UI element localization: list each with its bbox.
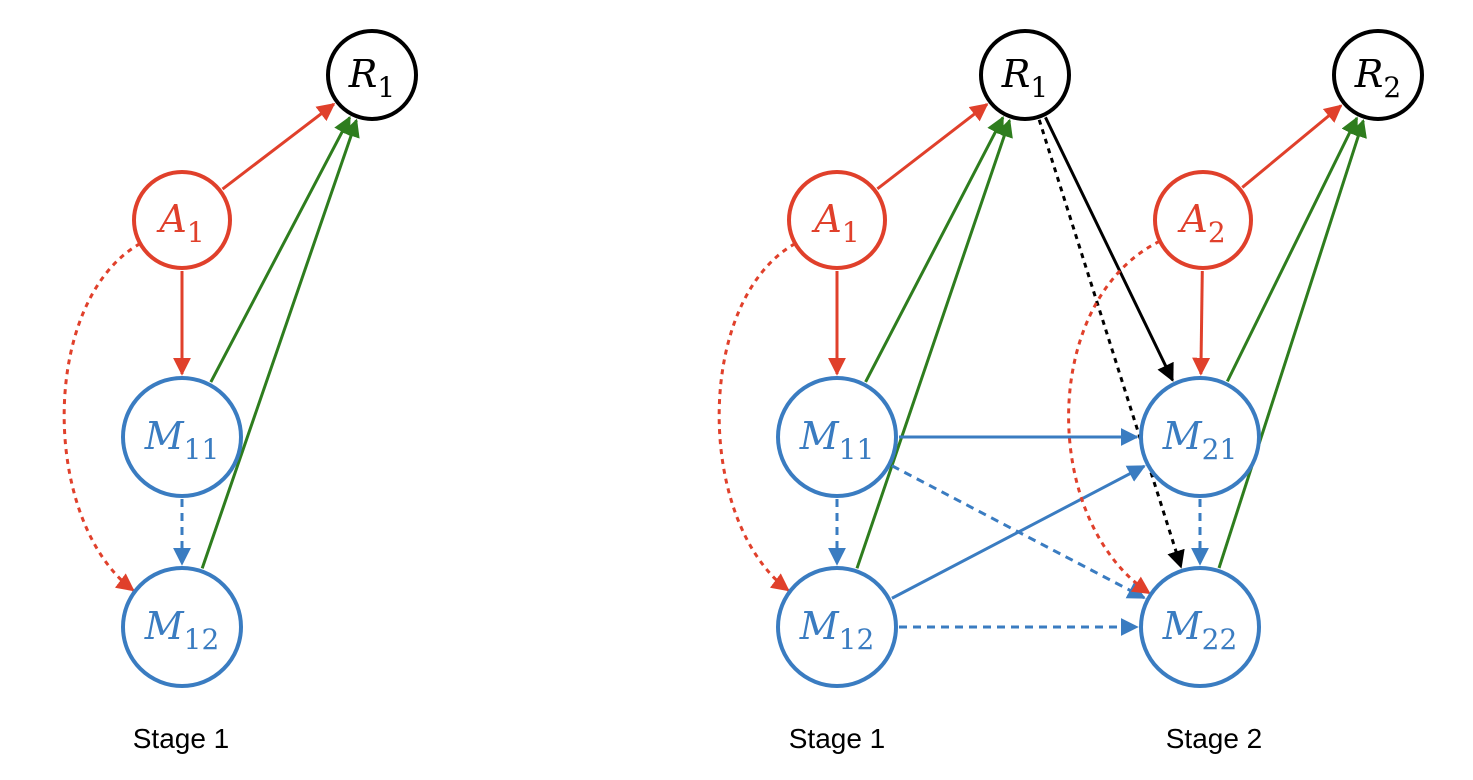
node-a2-label: A2 [1177, 197, 1225, 249]
edge-a1-to-m12 [717, 242, 796, 592]
edge-m12-to-r1 [200, 118, 360, 569]
node-m21-circle [1139, 376, 1261, 498]
node-r2-label: R2 [1354, 52, 1401, 104]
edge-a2-to-m21 [1192, 270, 1211, 376]
node-m12: M12 [121, 566, 243, 688]
node-m12-label: M12 [144, 604, 220, 656]
edge-m11-to-r1 [864, 116, 1005, 383]
node-r1: R1 [979, 29, 1071, 121]
node-m11: M11 [776, 376, 898, 498]
edge-r1-to-m22 [1037, 119, 1185, 569]
edge-m22-to-r2 [1217, 118, 1367, 569]
node-r1-label: R1 [1001, 52, 1048, 104]
node-a1-circle [132, 170, 232, 270]
node-m21: M21 [1139, 376, 1261, 498]
edge-a2-to-r2 [1241, 104, 1343, 189]
node-a1-label: A1 [811, 197, 859, 249]
node-m22-circle [1139, 566, 1261, 688]
node-r1: R1 [326, 29, 418, 121]
left-panel-edges [62, 102, 360, 592]
edge-a2-to-m22 [1067, 239, 1161, 595]
node-a1: A1 [132, 170, 232, 270]
node-r1-label: R1 [348, 52, 395, 104]
node-m11-label: M11 [799, 414, 875, 466]
node-r1-circle [979, 29, 1071, 121]
right-stage-1-label: Stage 1 [789, 723, 886, 754]
node-m21-label: M21 [1162, 414, 1238, 466]
node-m12: M12 [776, 566, 898, 688]
edge-m12-to-r1 [855, 118, 1013, 569]
node-r2: R2 [1332, 29, 1424, 121]
right-panel-edges [717, 103, 1367, 636]
node-m11: M11 [121, 376, 243, 498]
node-a2: A2 [1153, 170, 1253, 270]
edge-m11-to-r1 [209, 115, 352, 383]
node-m12-label: M12 [799, 604, 875, 656]
right-stage-2-label: Stage 2 [1166, 723, 1263, 754]
left-stage-1-label: Stage 1 [133, 723, 230, 754]
edge-r1-to-m21 [1044, 116, 1174, 382]
node-a1: A1 [787, 170, 887, 270]
node-a2-circle [1153, 170, 1253, 270]
node-r2-circle [1332, 29, 1424, 121]
node-m11-circle [776, 376, 898, 498]
edge-m12-to-m21 [891, 464, 1146, 600]
node-m22-label: M22 [1162, 604, 1238, 656]
node-r1-circle [326, 29, 418, 121]
node-m22: M22 [1139, 566, 1261, 688]
node-m12-circle [776, 566, 898, 688]
node-m11-circle [121, 376, 243, 498]
node-a1-label: A1 [156, 197, 204, 249]
node-m12-circle [121, 566, 243, 688]
edge-a1-to-r1 [221, 102, 336, 191]
edge-m21-to-r2 [1226, 116, 1359, 383]
edge-a1-to-m12 [62, 242, 141, 592]
edge-a1-to-r1 [876, 103, 989, 191]
node-a1-circle [787, 170, 887, 270]
node-m11-label: M11 [144, 414, 220, 466]
